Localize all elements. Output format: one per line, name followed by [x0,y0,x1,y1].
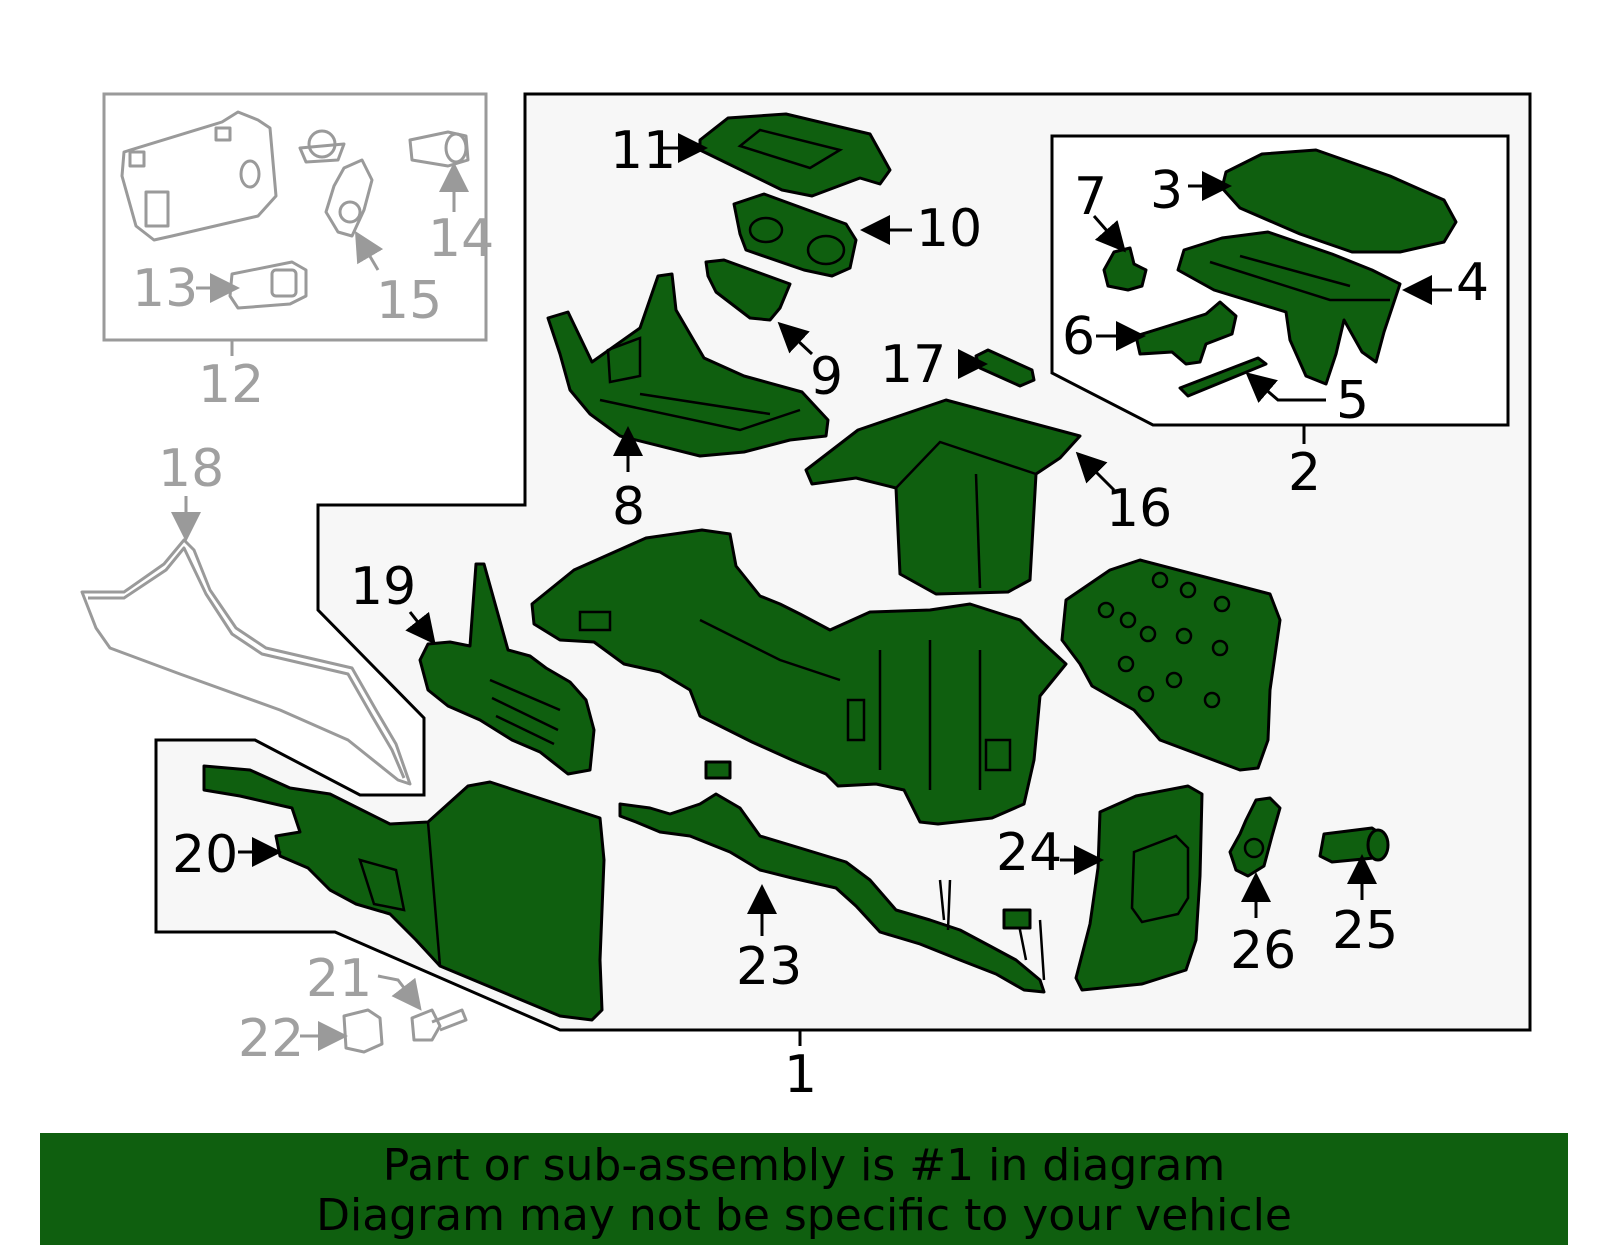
part-8-console-trim [546,272,830,458]
part-25-socket [1318,826,1390,864]
part-side-panel [1060,558,1282,772]
footer-line-1: Part or sub-assembly is #1 in diagram [382,1140,1226,1191]
callout-5: 5 [1336,371,1369,431]
accessory-box-12 [102,92,488,342]
callout-15: 15 [376,271,442,331]
socket-part-14 [408,130,470,168]
callout-20: 20 [172,825,238,885]
bracket-part-15 [324,158,374,238]
control-module-part [120,110,278,242]
part-5-rod [1178,356,1268,398]
nut-part-22 [342,1008,384,1054]
part-4-armrest-base [1176,230,1402,386]
callout-23: 23 [736,937,802,997]
footer-banner: Part or sub-assembly is #1 in diagram Di… [40,1133,1568,1245]
callout-13: 13 [132,259,198,319]
part-console-body [530,528,1068,826]
callout-2: 2 [1288,443,1321,503]
callout-9: 9 [810,347,843,407]
callout-21: 21 [306,949,372,1009]
callout-1: 1 [784,1045,817,1105]
part-7-latch [1102,246,1148,292]
callout-12: 12 [198,355,264,415]
callout-11: 11 [610,121,676,181]
callout-17: 17 [880,335,946,395]
callout-10: 10 [916,199,982,259]
bolt-part-21 [410,1008,468,1042]
callout-19: 19 [350,557,416,617]
part-3-armrest-pad [1220,148,1458,254]
part-16-storage-bin [804,398,1082,596]
footer-line-2: Diagram may not be specific to your vehi… [316,1190,1292,1241]
callout-26: 26 [1230,921,1296,981]
callout-25: 25 [1332,901,1398,961]
callout-22: 22 [238,1009,304,1069]
part-23-wiring-harness [618,760,1046,994]
callout-4: 4 [1456,253,1489,313]
part-6-hinge [1134,300,1238,366]
part-24-bezel [1074,784,1204,992]
part-11-cup-holder-mat [698,112,892,198]
callout-3: 3 [1150,161,1183,221]
usb-port-part-13 [228,260,308,310]
callout-8: 8 [612,477,645,537]
callout-6: 6 [1062,307,1095,367]
callout-14: 14 [428,209,494,269]
part-10-cup-holder [732,192,858,278]
push-clip-part [298,129,346,164]
callout-18: 18 [158,439,224,499]
part-19-shifter [418,562,596,776]
part-20-side-cover [202,764,606,1022]
callout-16: 16 [1106,479,1172,539]
callout-24: 24 [996,823,1062,883]
part-9-storage-tray [704,258,792,322]
callout-7: 7 [1074,167,1107,227]
